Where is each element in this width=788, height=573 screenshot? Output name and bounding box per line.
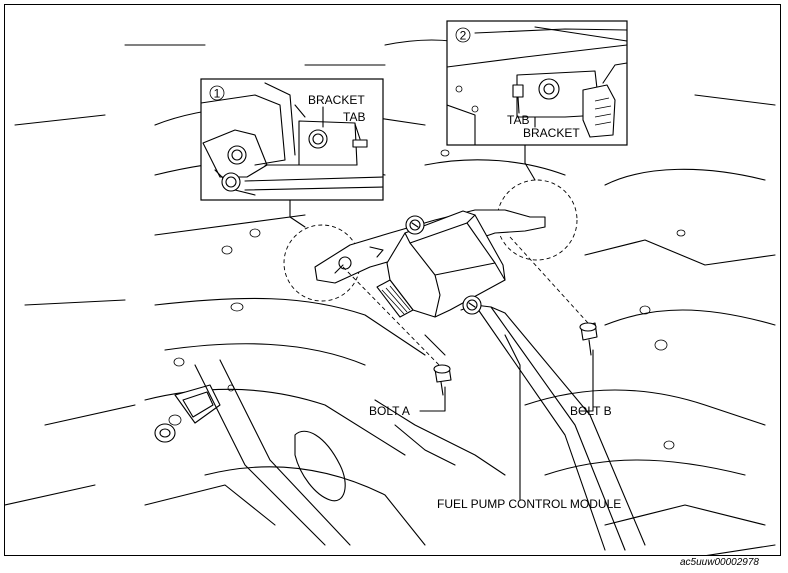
tab-1-leader — [354, 123, 361, 140]
module-leader — [504, 334, 521, 501]
bolt-a — [342, 266, 452, 396]
bolt-b-leader — [579, 349, 594, 412]
exploded-view-illustration: 1 BRACKET TAB 2 TAB BRACKET — [5, 20, 776, 555]
label-fuel-pump-control-module: FUEL PUMP CONTROL MODULE — [437, 497, 621, 511]
vehicle-floor-outline — [5, 39, 776, 555]
label-bolt-a: BOLT A — [369, 404, 410, 418]
inset-detail-1: 1 BRACKET TAB — [200, 78, 384, 201]
inset-1-number: 1 — [214, 87, 221, 101]
figure-frame: 1 BRACKET TAB 2 TAB BRACKET — [4, 4, 781, 556]
floor-panels — [154, 359, 506, 546]
inset-2-number: 2 — [460, 29, 467, 43]
label-tab-1: TAB — [343, 110, 365, 124]
module-bottom-bolt — [462, 295, 482, 315]
fuel-pump-control-module — [314, 209, 546, 318]
label-tab-2: TAB — [507, 113, 529, 127]
bolt-a-leader — [419, 386, 446, 412]
figure-code: ac5uuw00002978 — [680, 557, 759, 568]
label-bracket-1: BRACKET — [308, 93, 365, 107]
module-top-bolt — [405, 215, 425, 235]
detail-circle-2 — [496, 179, 578, 261]
label-bolt-b: BOLT B — [570, 404, 612, 418]
inset-2-leader — [524, 144, 536, 181]
center-tunnel — [424, 304, 646, 551]
tab-2-leader — [517, 96, 520, 114]
inset-detail-2: 2 TAB BRACKET — [446, 20, 628, 146]
label-bracket-2: BRACKET — [523, 126, 580, 140]
inset-1-leader — [289, 199, 306, 228]
bolt-b — [509, 236, 598, 356]
